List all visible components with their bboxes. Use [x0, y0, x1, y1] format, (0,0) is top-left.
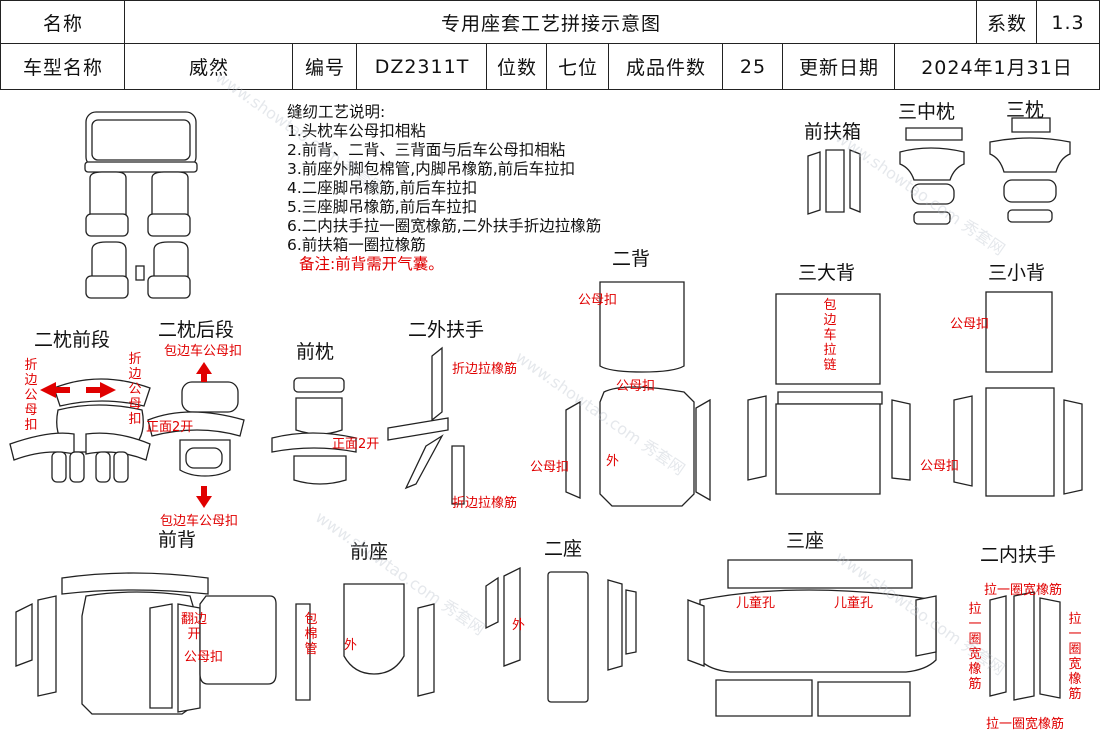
- note-item: 1.头枕车公母扣相粘: [287, 122, 426, 140]
- note-item: 5.三座脚吊橡筋,前后车拉扣: [287, 198, 478, 216]
- pieces-label: 成品件数: [608, 43, 724, 90]
- seat-overview-illustration: [84, 111, 198, 299]
- annotation-cotton-tube: 包棉管: [304, 612, 318, 657]
- annotation-wide-elastic: 拉一圈宽橡筋: [986, 717, 1065, 732]
- third-big-back-pieces: [747, 293, 911, 495]
- label-front-armbox: 前扶箱: [804, 121, 862, 143]
- annotation-front-open: 正面2开: [146, 420, 194, 435]
- annotation-snap: 公母扣: [184, 650, 224, 665]
- label-front-back: 前背: [158, 529, 197, 551]
- model-label: 车型名称: [0, 43, 126, 90]
- notes-title: 缝纫工艺说明:: [287, 103, 386, 121]
- annotation-outside: 外: [512, 618, 526, 633]
- code-value: DZ2311T: [356, 43, 488, 90]
- annotation-front-open: 正面2开: [332, 437, 380, 452]
- second-pillow-rear-pieces: [147, 381, 245, 477]
- annotation-fold-elastic: 折边拉橡筋: [452, 362, 518, 377]
- annotation-child-hole: 儿童孔: [736, 596, 776, 611]
- model-value: 威然: [124, 43, 294, 90]
- note-item: 6.前扶箱一圈拉橡筋: [287, 236, 426, 254]
- annotation-wide-elastic: 拉一圈宽橡筋: [968, 602, 982, 692]
- annotation-wide-elastic: 拉一圈宽橡筋: [1068, 612, 1082, 702]
- annotation-outside: 外: [344, 638, 358, 653]
- date-label: 更新日期: [782, 43, 896, 90]
- annotation-snap: 公母扣: [578, 293, 618, 308]
- sewing-notes: 缝纫工艺说明: 1.头枕车公母扣相粘 2.前背、二背、三背面与后车公母扣相粘 3…: [287, 103, 601, 274]
- annotation-outside: 外: [606, 454, 620, 469]
- label-front-pillow: 前枕: [296, 341, 335, 363]
- label-third-seat: 三座: [786, 530, 825, 552]
- annotation-snap-sewn: 包边车公母扣: [164, 344, 243, 359]
- annotation-airbag: 翻边开: [180, 612, 207, 642]
- label-front-seat: 前座: [350, 541, 389, 563]
- label-second-pillow-rear: 二枕后段: [158, 319, 235, 341]
- coef-label: 系数: [976, 0, 1038, 45]
- third-pillow-pieces: [989, 117, 1071, 223]
- label-second-seat: 二座: [544, 538, 583, 560]
- name-label: 名称: [0, 0, 126, 45]
- third-small-back-pieces: [953, 291, 1083, 497]
- label-second-back: 二背: [612, 248, 651, 270]
- label-third-small-back: 三小背: [988, 262, 1046, 284]
- annotation-edge-zip: 包边车拉链: [823, 298, 837, 373]
- pieces-value: 25: [722, 43, 784, 90]
- annotation-fold-snap: 折边公母扣: [128, 352, 142, 427]
- annotation-fold-elastic: 折边拉橡筋: [452, 496, 518, 511]
- second-outer-armrest-pieces: [387, 346, 465, 505]
- note-item: 6.二内扶手拉一圈宽橡筋,二外扶手折边拉橡筋: [287, 217, 602, 235]
- label-second-outer-armrest: 二外扶手: [408, 319, 485, 341]
- annotation-snap-sewn: 包边车公母扣: [160, 514, 239, 529]
- front-seat-pieces: [295, 583, 435, 701]
- note-item: 4.二座脚吊橡筋,前后车拉扣: [287, 179, 478, 197]
- annotation-wide-elastic: 拉一圈宽橡筋: [984, 583, 1063, 598]
- annotation-snap: 公母扣: [950, 317, 990, 332]
- third-middle-pillow-pieces: [899, 127, 965, 225]
- header-table: 名称 专用座套工艺拼接示意图 系数 1.3 车型名称 威然 编号 DZ2311T…: [0, 0, 1100, 90]
- label-third-mid-pillow: 三中枕: [898, 101, 956, 123]
- front-armbox-pieces: [807, 149, 861, 215]
- seats-label: 位数: [486, 43, 548, 90]
- annotation-child-hole: 儿童孔: [834, 596, 874, 611]
- annotation-snap: 公母扣: [920, 459, 960, 474]
- label-third-big-back: 三大背: [798, 262, 856, 284]
- seats-value: 七位: [546, 43, 610, 90]
- second-inner-armrest-pieces: [989, 591, 1061, 701]
- page-title: 专用座套工艺拼接示意图: [124, 0, 978, 45]
- third-seat-pieces: [687, 559, 937, 717]
- note-item: 3.前座外脚包棉管,内脚吊橡筋,前后车拉扣: [287, 160, 576, 178]
- annotation-fold-snap: 折边公母扣: [24, 358, 38, 433]
- label-second-inner-armrest: 二内扶手: [980, 544, 1057, 566]
- notes-remark: 备注:前背需开气囊。: [299, 255, 444, 273]
- pattern-pieces-diagram: [9, 111, 1083, 717]
- second-pillow-front-pieces: [9, 378, 151, 483]
- annotation-snap: 公母扣: [530, 460, 570, 475]
- code-label: 编号: [292, 43, 358, 90]
- coef-value: 1.3: [1036, 0, 1100, 45]
- note-item: 2.前背、二背、三背面与后车公母扣相粘: [287, 141, 566, 159]
- second-seat-pieces: [485, 566, 637, 703]
- label-third-pillow: 三枕: [1006, 99, 1045, 121]
- front-pillow-pieces: [271, 377, 357, 485]
- second-back-pieces: [565, 281, 711, 507]
- front-back-pieces: [15, 572, 277, 715]
- date-value: 2024年1月31日: [894, 43, 1100, 90]
- label-second-pillow-front: 二枕前段: [34, 329, 111, 351]
- red-arrows: [40, 362, 212, 508]
- annotation-snap: 公母扣: [616, 379, 656, 394]
